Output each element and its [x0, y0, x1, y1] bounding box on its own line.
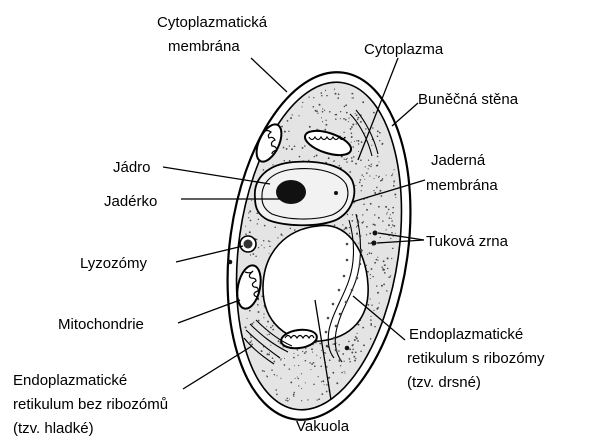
label-mitochondria: Mitochondrie [58, 316, 144, 333]
label-nucleolus: Jadérko [104, 193, 157, 210]
label-lysosomes: Lyzozómy [80, 255, 147, 272]
lysosome [240, 236, 256, 252]
label-cell-wall: Buněčná stěna [418, 91, 519, 108]
label-vacuole: Vakuola [296, 418, 350, 435]
label-rough-er: Endoplazmatické retikulum s ribozómy (tz… [407, 326, 549, 391]
leader-cell-wall [392, 103, 418, 126]
label-cytoplasmic-membrane: Cytoplazmatická membrána [157, 14, 271, 55]
label-fat-granules: Tuková zrna [426, 233, 509, 250]
label-smooth-er: Endoplazmatické retikulum bez ribozómů (… [13, 372, 172, 437]
nucleolus [276, 180, 306, 204]
label-cytoplasm: Cytoplazma [364, 41, 444, 58]
label-nuclear-membrane: Jaderná membrána [426, 152, 498, 194]
leader-cytoplasmic-membrane [251, 58, 287, 92]
label-nucleus: Jádro [113, 159, 151, 176]
